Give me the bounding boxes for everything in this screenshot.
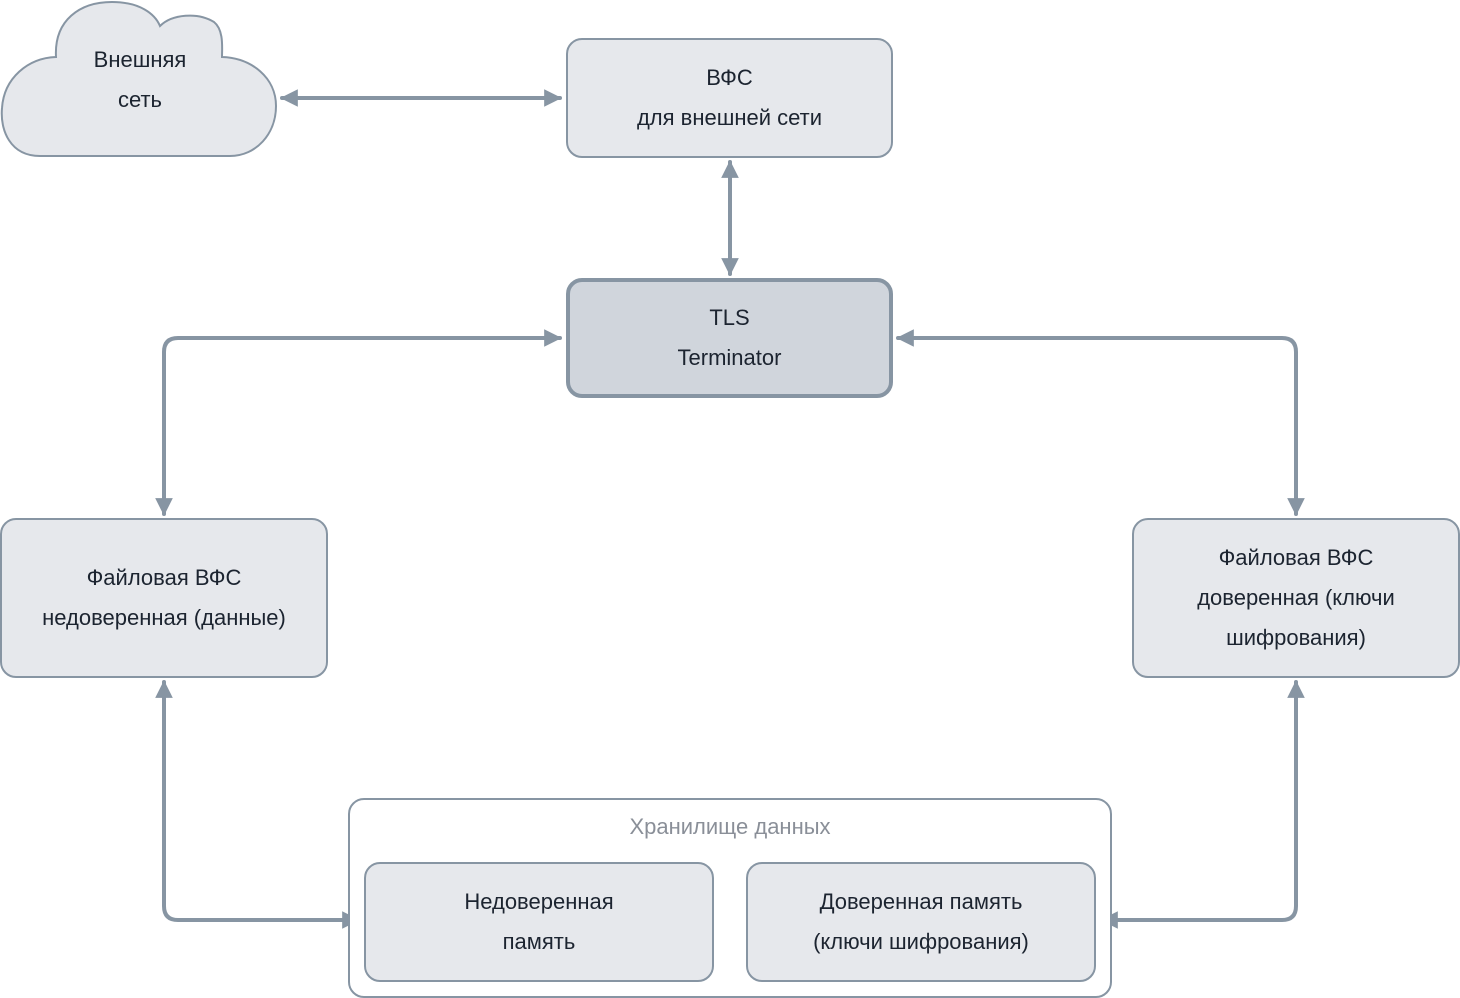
node-trusted-memory[interactable]: Доверенная память (ключи шифрования) — [746, 862, 1096, 982]
node-untrusted-memory[interactable]: Недоверенная память — [364, 862, 714, 982]
node-label-line: Файловая ВФС — [86, 565, 242, 590]
node-label-line: для внешней сети — [636, 105, 823, 130]
node-label-line: ВФС — [706, 65, 753, 90]
node-label-line: сеть — [117, 87, 163, 112]
node-external-network[interactable]: Внешняя сеть — [0, 0, 280, 160]
node-label-line: шифрования) — [1226, 625, 1366, 650]
edge-tls-trusted-vfs — [896, 329, 1305, 516]
node-label-line: TLS — [709, 305, 750, 330]
node-tls-terminator[interactable]: TLS Terminator — [566, 278, 893, 398]
group-title: Хранилище данных — [629, 814, 831, 839]
node-label-line: Недоверенная — [464, 889, 614, 914]
node-label-line: память — [502, 929, 576, 954]
node-label-line: Terminator — [677, 345, 782, 370]
node-file-vfs-untrusted[interactable]: Файловая ВФС недоверенная (данные) — [0, 518, 328, 678]
node-vfs-external[interactable]: ВФС для внешней сети — [566, 38, 893, 158]
edge-trusted-vfs-memory — [1100, 680, 1305, 929]
node-label-line: (ключи шифрования) — [813, 929, 1029, 954]
node-label-line: Внешняя — [93, 47, 187, 72]
node-label-line: Доверенная память — [819, 889, 1023, 914]
node-label-line: Файловая ВФС — [1218, 545, 1374, 570]
edge-tls-untrusted-vfs — [155, 329, 562, 516]
node-label-line: доверенная (ключи — [1197, 585, 1395, 610]
cloud-shape[interactable] — [0, 0, 278, 157]
node-label-line: недоверенная (данные) — [42, 605, 286, 630]
edge-untrusted-vfs-memory — [155, 680, 360, 929]
node-file-vfs-trusted[interactable]: Файловая ВФС доверенная (ключи шифровани… — [1132, 518, 1460, 678]
